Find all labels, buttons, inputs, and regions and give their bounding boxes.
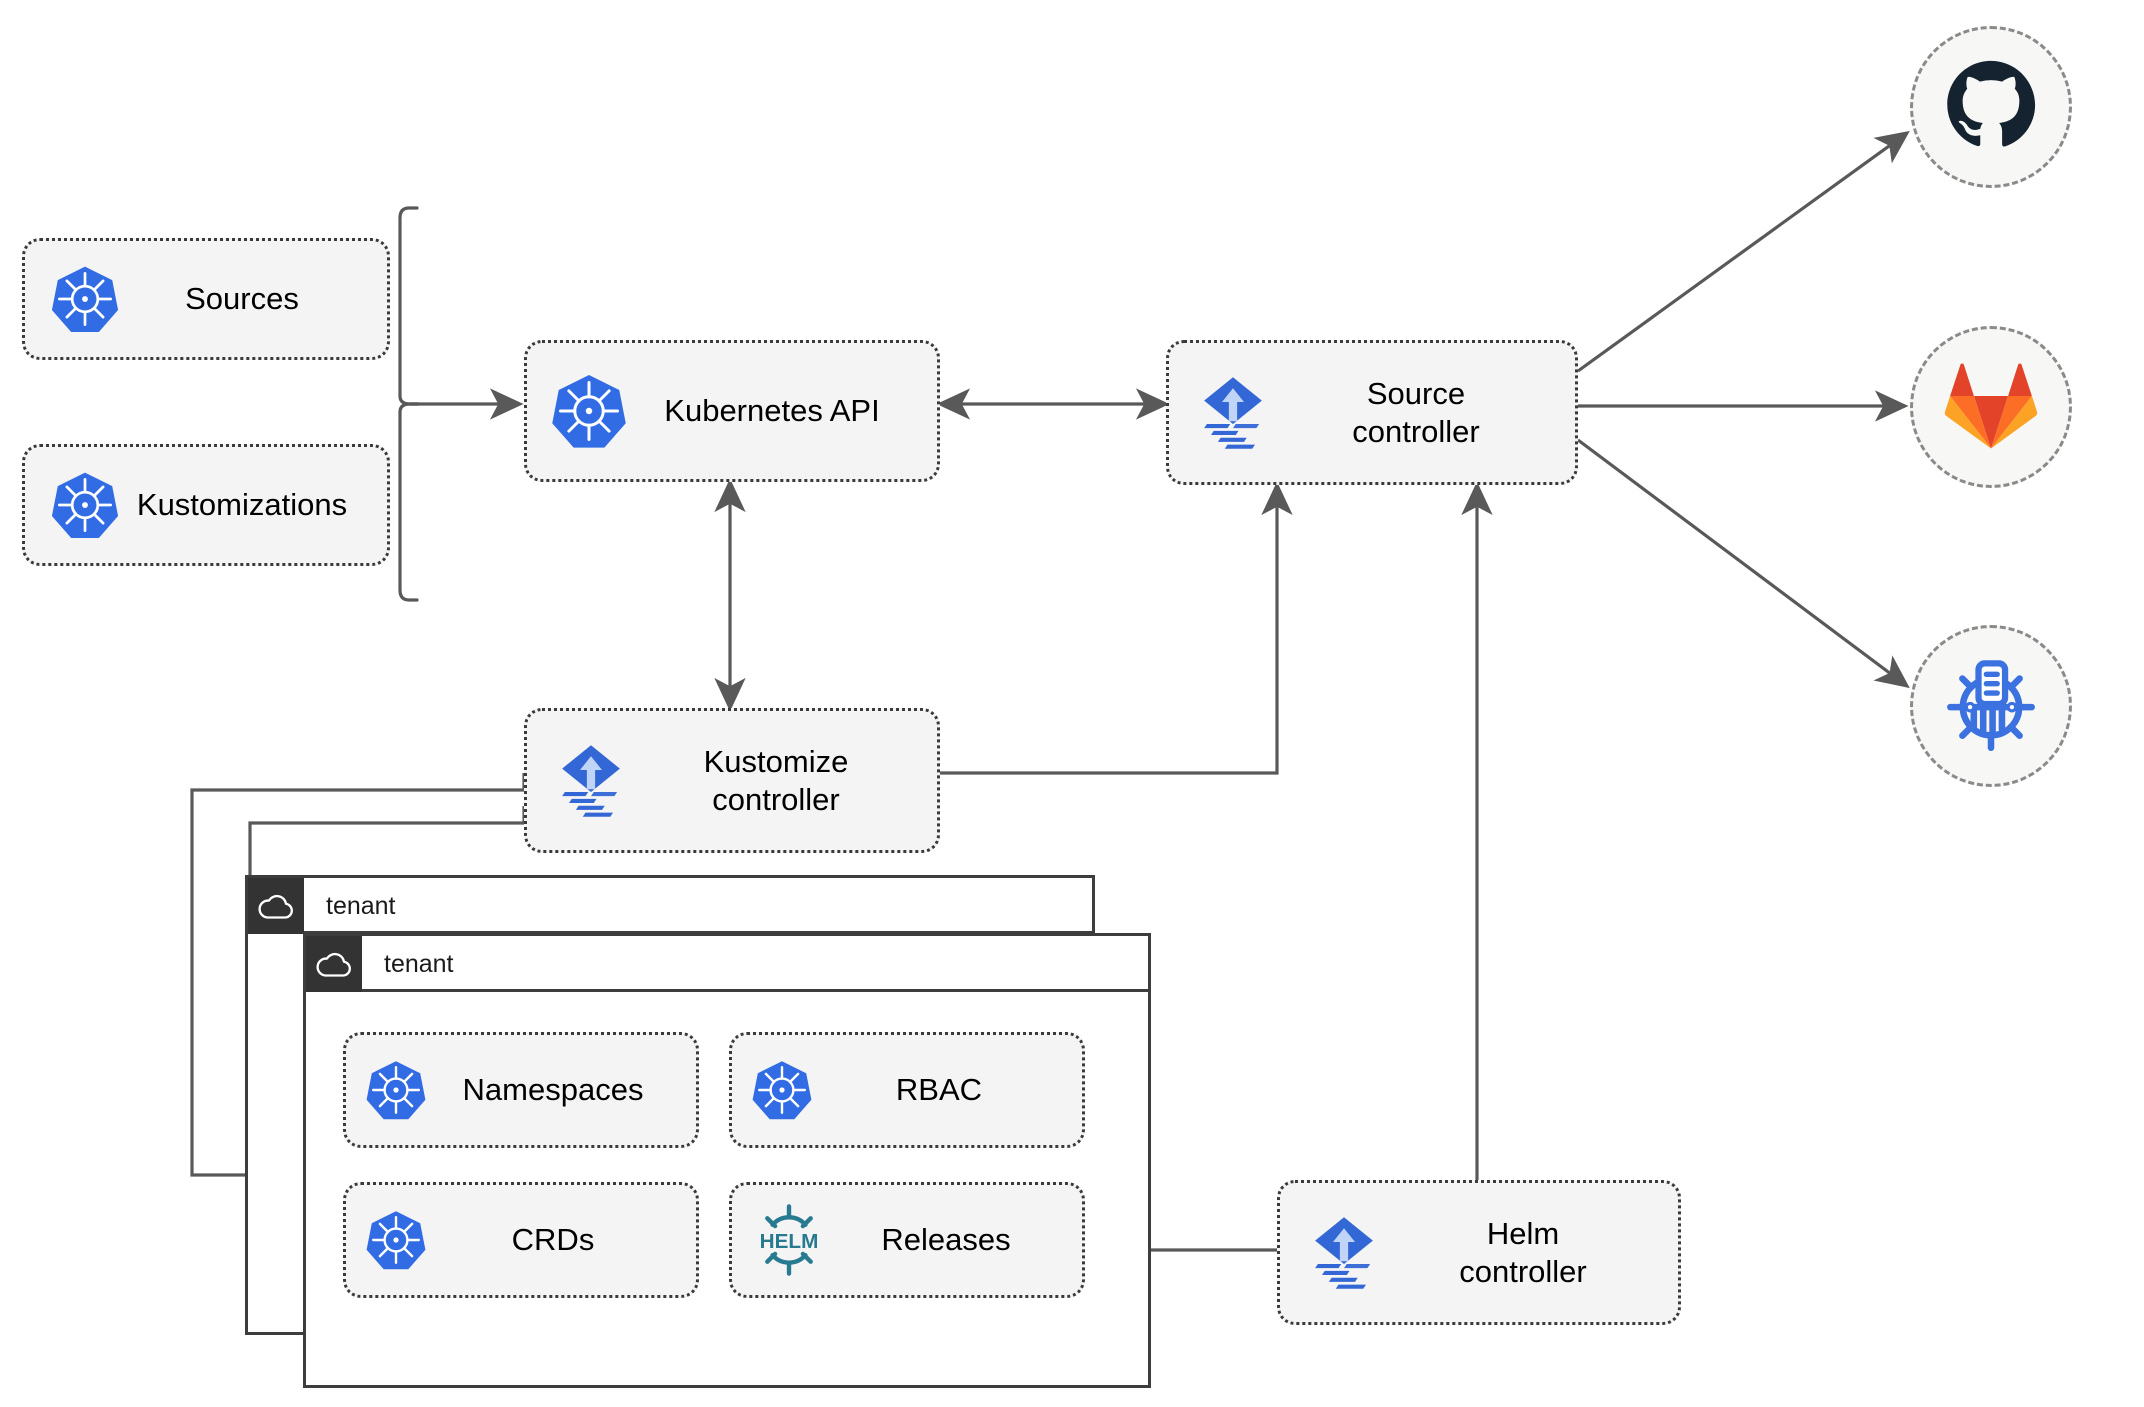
flux-icon xyxy=(1189,369,1277,457)
node-label: Kustomizations xyxy=(136,487,348,523)
node-kustomizations[interactable]: Kustomizations xyxy=(22,444,390,566)
edge-sourcecontroller-oci xyxy=(1577,438,1910,689)
node-label: Helm controller xyxy=(1459,1215,1587,1289)
cloud-icon xyxy=(306,936,362,992)
kubernetes-icon xyxy=(49,263,121,335)
node-label: Sources xyxy=(185,281,299,317)
tenant-header: tenant xyxy=(306,936,454,992)
cloud-icon xyxy=(248,878,304,934)
node-label: Kubernetes API xyxy=(664,393,880,429)
github-icon xyxy=(1945,59,2037,156)
node-sources[interactable]: Sources xyxy=(22,238,390,360)
node-rbac[interactable]: RBAC xyxy=(729,1032,1085,1148)
node-label: Source controller xyxy=(1352,375,1480,449)
tenant-label: tenant xyxy=(326,891,396,920)
provider-gitlab[interactable] xyxy=(1910,326,2072,488)
kubernetes-icon xyxy=(49,469,121,541)
tenant-label: tenant xyxy=(384,949,454,978)
tenant-header: tenant xyxy=(248,878,396,934)
kubernetes-icon xyxy=(549,371,629,451)
node-label: CRDs xyxy=(511,1222,595,1258)
node-label: Kustomize controller xyxy=(703,743,849,817)
tenant-box-front[interactable]: tenant Namespaces xyxy=(303,933,1151,1388)
kubernetes-icon xyxy=(750,1058,814,1122)
node-source-controller[interactable]: Source controller xyxy=(1166,340,1578,485)
edge-inputs-bracket-top xyxy=(398,206,420,406)
gitlab-icon xyxy=(1944,361,2038,454)
tenant-titlebar xyxy=(306,936,1148,992)
node-namespaces[interactable]: Namespaces xyxy=(343,1032,699,1148)
node-label: Namespaces xyxy=(462,1072,644,1108)
provider-github[interactable] xyxy=(1910,26,2072,188)
node-releases[interactable]: HELM Releases xyxy=(729,1182,1085,1298)
edge-kustomizecontroller-sourcecontroller xyxy=(940,481,1293,775)
node-kubernetes-api[interactable]: Kubernetes API xyxy=(524,340,940,482)
edge-sourcecontroller-github xyxy=(1577,130,1910,373)
edge-inputs-bracket-bottom xyxy=(398,402,420,602)
flux-icon xyxy=(547,737,635,825)
provider-oci-registry[interactable] xyxy=(1910,625,2072,787)
node-label: RBAC xyxy=(895,1072,983,1108)
node-crds[interactable]: CRDs xyxy=(343,1182,699,1298)
oci-registry-icon xyxy=(1941,654,2041,759)
node-label: Releases xyxy=(881,1222,1011,1258)
helm-icon: HELM xyxy=(750,1201,828,1279)
node-kustomize-controller[interactable]: Kustomize controller xyxy=(524,708,940,853)
kubernetes-icon xyxy=(364,1208,428,1272)
kubernetes-icon xyxy=(364,1058,428,1122)
tenant-titlebar xyxy=(248,878,1092,934)
node-helm-controller[interactable]: Helm controller xyxy=(1277,1180,1681,1325)
flux-icon xyxy=(1300,1209,1388,1297)
svg-text:HELM: HELM xyxy=(760,1230,819,1253)
